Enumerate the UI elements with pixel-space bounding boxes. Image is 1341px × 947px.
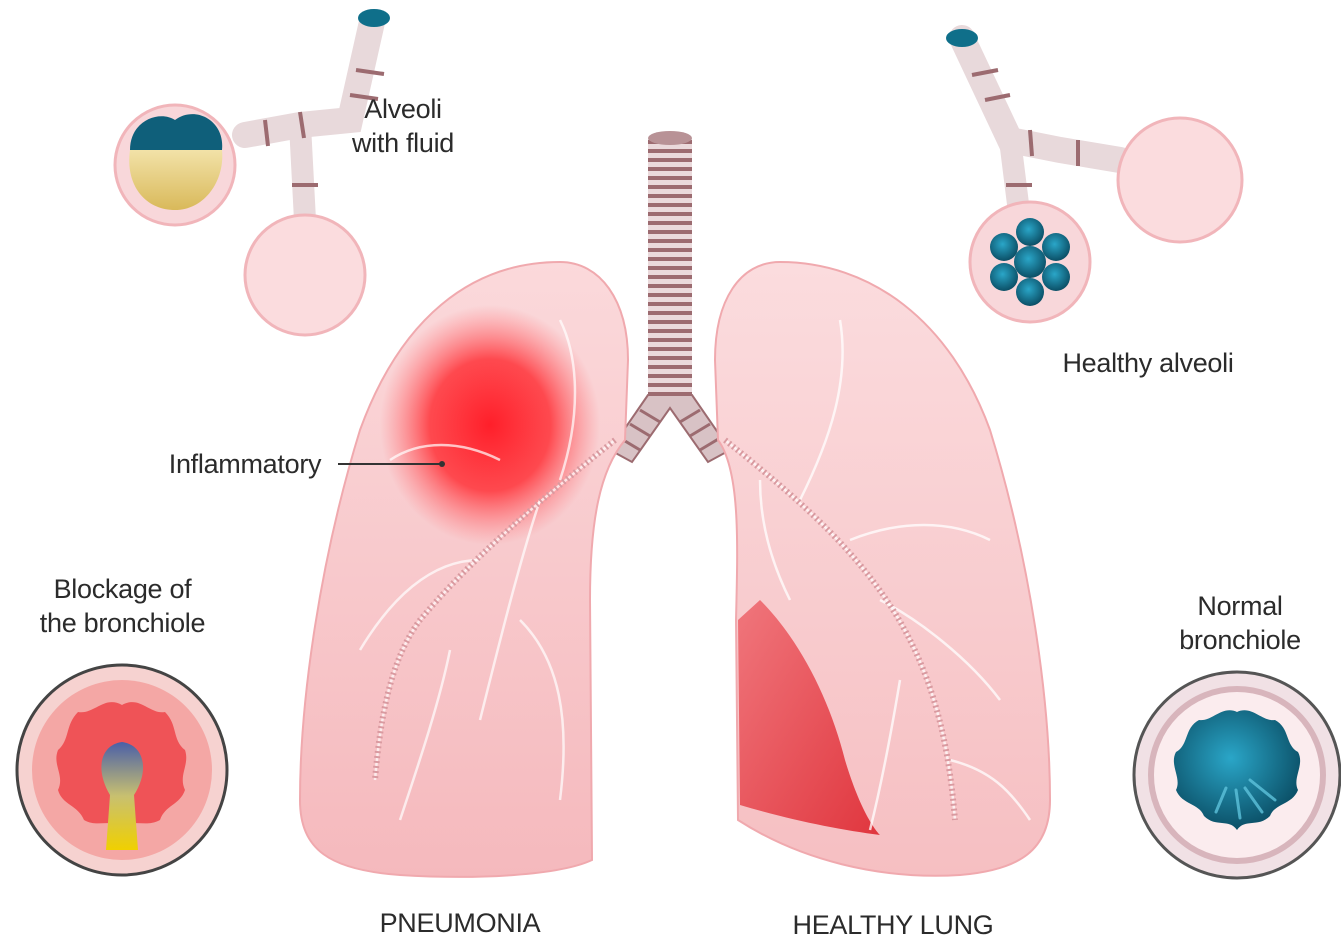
normal-bronchiole-illustration xyxy=(1134,672,1340,878)
label-alveoli-with-fluid: Alveoli with fluid xyxy=(338,92,468,160)
label-healthy-lung: HEALTHY LUNG xyxy=(778,908,1008,942)
label-pneumonia: PNEUMONIA xyxy=(360,906,560,940)
trachea xyxy=(610,131,730,462)
healthy-lung xyxy=(715,262,1050,876)
label-blockage-of-bronchiole: Blockage of the bronchiole xyxy=(20,572,225,640)
healthy-alveoli-illustration xyxy=(946,29,1242,322)
alveoli-with-fluid-illustration xyxy=(115,9,390,335)
pneumonia-lung xyxy=(300,262,628,877)
label-inflammatory: Inflammatory xyxy=(160,447,330,481)
label-healthy-alveoli: Healthy alveoli xyxy=(1048,346,1248,380)
label-normal-bronchiole: Normal bronchiole xyxy=(1165,589,1315,657)
blocked-bronchiole-illustration xyxy=(17,665,227,875)
